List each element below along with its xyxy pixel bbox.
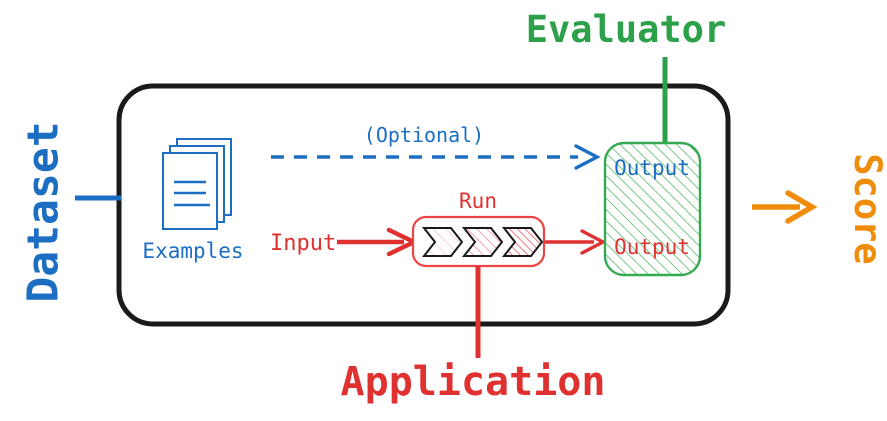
run-output-arrow-head: [580, 229, 607, 255]
dataset-group: Dataset: [19, 121, 121, 303]
evaluator-group: Evaluator: [526, 8, 726, 146]
output-group: Output Output: [603, 141, 702, 277]
output-box: [603, 141, 702, 277]
output-label-bottom: Output: [614, 235, 690, 259]
optional-edge: (Optional): [271, 123, 601, 170]
chevron-icon-3: [501, 227, 544, 257]
score-arrow-head: [785, 190, 818, 224]
input-edge: Input: [270, 227, 420, 257]
score-label: Score: [846, 153, 887, 264]
output-label-top: Output: [614, 156, 690, 180]
optional-arrow-head: [574, 144, 601, 170]
dataset-label: Dataset: [19, 121, 69, 302]
run-output-edge: [545, 229, 607, 255]
run-label: Run: [459, 189, 497, 213]
optional-label: (Optional): [364, 123, 484, 147]
application-label: Application: [341, 359, 606, 405]
score-group: Score: [752, 153, 887, 265]
chevron-icon-1: [421, 227, 464, 257]
document-text-lines: [174, 180, 210, 207]
input-label: Input: [270, 231, 336, 256]
examples-label: Examples: [142, 239, 243, 263]
application-group: Application: [341, 266, 606, 405]
run-group: Run: [411, 189, 546, 268]
evaluator-label: Evaluator: [526, 8, 726, 51]
examples-group: Examples: [142, 138, 244, 263]
documents-stack-icon: [162, 138, 232, 230]
chevron-icon-2: [461, 227, 504, 257]
